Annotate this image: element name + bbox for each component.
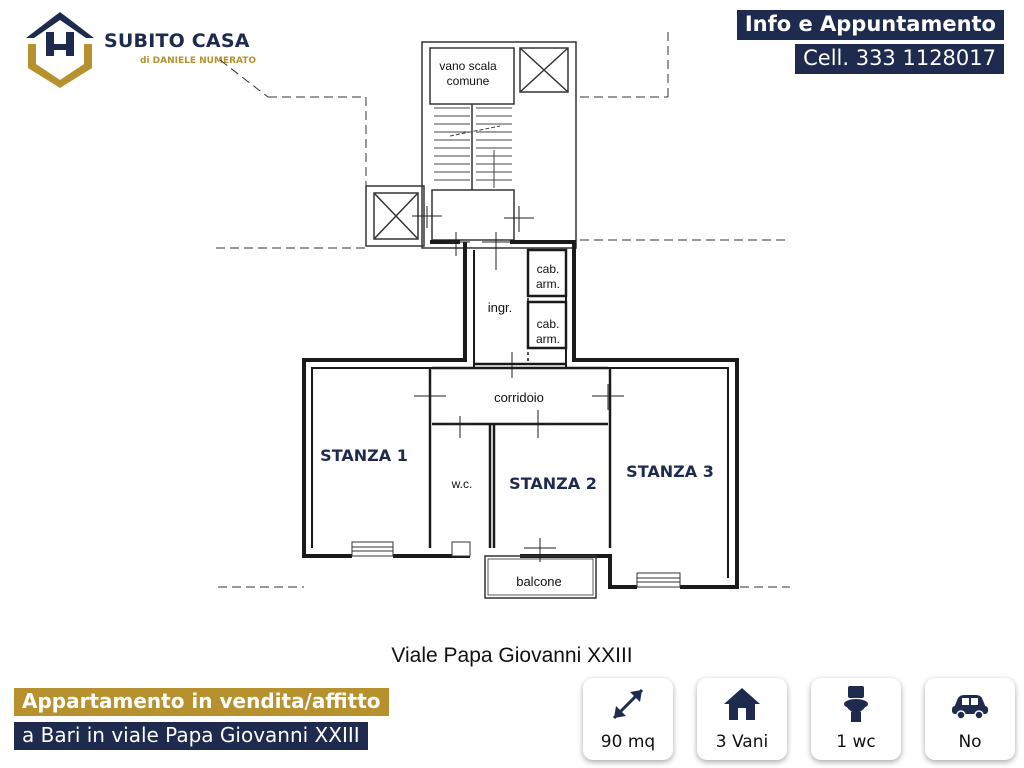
feature-card-wc: 1 wc [811,678,901,760]
contact-title: Info e Appuntamento [736,10,1004,40]
feature-card-parking: No [925,678,1015,760]
feature-wc-value: 1 wc [836,732,876,752]
door-marks [412,206,624,562]
feature-rooms-value: 3 Vani [715,732,769,752]
stair-treads [434,107,512,188]
label-stair-2: comune [447,74,490,88]
label-cabinet-2: cab. [537,317,560,331]
label-corridor: corridoio [494,390,544,405]
apartment-walls [302,240,739,589]
feature-area-value: 90 mq [600,732,656,752]
street-name: Viale Papa Giovanni XXIII [391,644,633,667]
feature-card-area: 90 mq [583,678,673,760]
label-room-1: STANZA 1 [320,446,408,465]
logo-tagline: di DANIELE NUMERATO [140,56,257,66]
contact-phone[interactable]: Cell. 333 1128017 [795,44,1004,74]
floor-plan: vano scala comune cab. arm. cab. arm. in… [216,30,790,599]
label-stair: vano scala [439,59,497,73]
label-cabinet-1b: arm. [536,277,560,291]
label-wc: w.c. [451,477,473,491]
label-room-2: STANZA 2 [509,474,597,493]
diagonal-arrow-icon [612,688,644,720]
label-balcony: balcone [516,574,562,589]
toilet-icon [844,686,868,722]
stair-block [365,41,577,249]
feature-parking-value: No [958,732,982,752]
label-cabinet-1: cab. [537,262,560,276]
label-room-3: STANZA 3 [626,462,714,481]
car-icon [952,695,988,720]
label-entrance: ingr. [488,300,513,315]
windows [351,541,681,588]
feature-card-rooms: 3 Vani [697,678,787,760]
logo-name: SUBITO CASA [104,30,250,52]
house-icon [724,688,760,720]
listing-location: a Bari in viale Papa Giovanni XXIII [14,722,368,750]
plan-boundary-lines [216,30,790,588]
label-cabinet-2b: arm. [536,332,560,346]
listing-title: Appartamento in vendita/affitto [14,688,389,716]
subito-casa-logo-icon [26,12,94,88]
